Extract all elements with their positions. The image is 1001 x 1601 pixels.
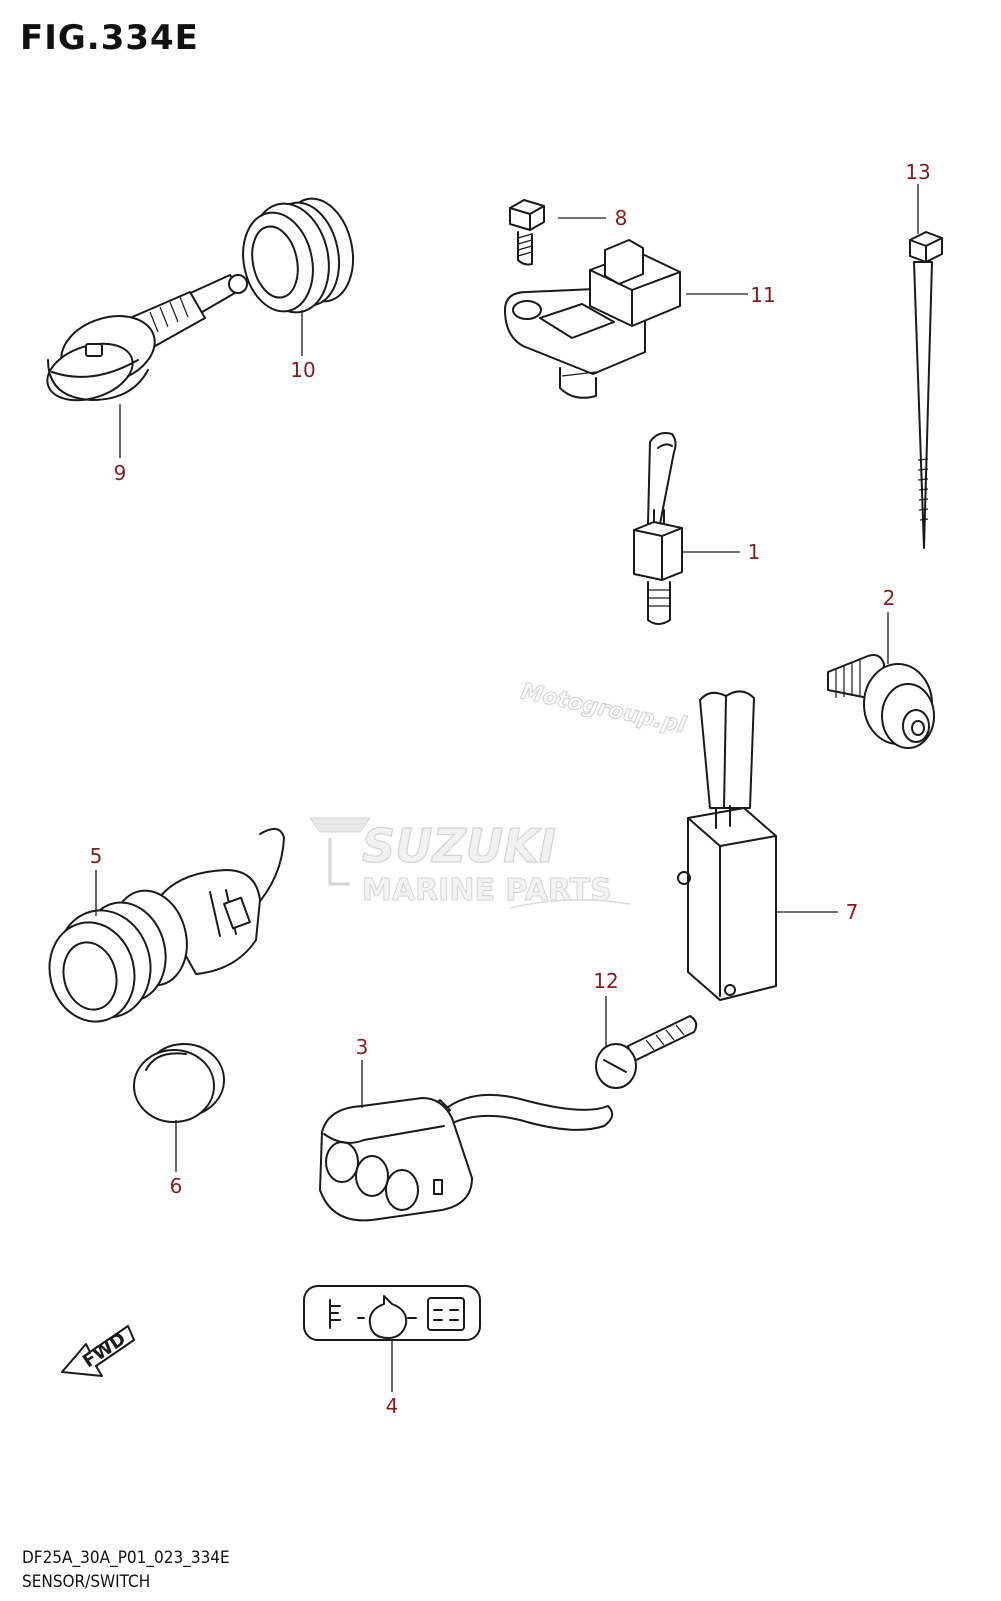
callout-5: 5 — [89, 844, 103, 868]
callout-11: 11 — [750, 283, 776, 307]
watermark: Motogroup.pl SUZUKI MARINE PARTS — [309, 679, 689, 909]
callout-3: 3 — [355, 1035, 369, 1059]
fwd-label: FWD — [79, 1328, 130, 1372]
part-4-label — [303, 1285, 481, 1341]
watermark-sub: MARINE PARTS — [362, 873, 612, 908]
callout-10: 10 — [290, 358, 316, 382]
part-5-connector — [48, 827, 285, 1023]
fwd-arrow: FWD — [61, 1325, 135, 1377]
watermark-site: Motogroup.pl — [519, 679, 688, 738]
leader-lines — [95, 184, 919, 1392]
temperature-icon — [329, 1299, 341, 1329]
watermark-brand: SUZUKI — [362, 819, 556, 873]
callout-6: 6 — [169, 1174, 183, 1198]
callout-8: 8 — [614, 206, 628, 230]
part-13-cable-tie — [909, 231, 943, 549]
callout-13: 13 — [905, 160, 931, 184]
callout-4: 4 — [385, 1394, 399, 1418]
figure-name: SENSOR/SWITCH — [22, 1572, 151, 1592]
part-10-grommet — [242, 197, 354, 314]
oil-icon — [368, 1295, 408, 1339]
part-9-connector — [46, 274, 248, 402]
figure-code: DF25A_30A_P01_023_334E — [22, 1548, 230, 1568]
callout-12: 12 — [593, 969, 619, 993]
part-2-sensor — [827, 654, 935, 749]
callout-9: 9 — [113, 461, 127, 485]
part-11-sensor — [504, 239, 681, 399]
part-8-bolt — [509, 199, 545, 266]
callout-7: 7 — [845, 900, 859, 924]
part-3-indicator — [319, 1093, 614, 1222]
figure-title: FIG.334E — [20, 18, 199, 58]
suzuki-logo-watermark: SUZUKI MARINE PARTS — [309, 817, 631, 909]
callout-1: 1 — [747, 540, 761, 564]
callout-2: 2 — [882, 586, 896, 610]
part-6-cap — [133, 1043, 225, 1123]
part-7-switch — [677, 690, 777, 1001]
part-1-sensor — [633, 432, 683, 625]
charge-icon — [427, 1297, 465, 1331]
part-12-screw — [595, 1015, 698, 1089]
